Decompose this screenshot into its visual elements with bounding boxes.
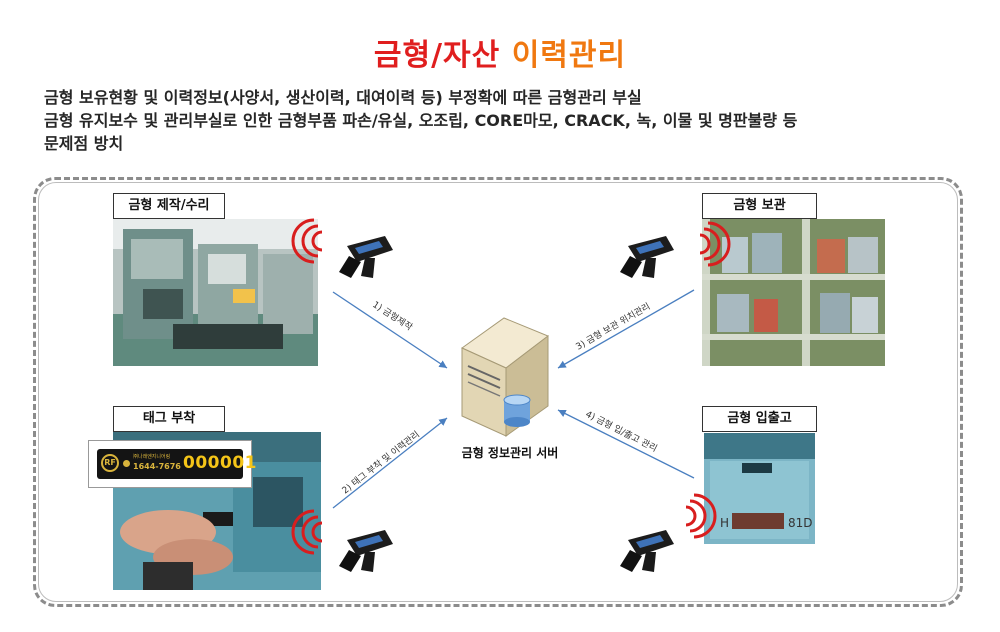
flow-label-tag: 2) 태그 부착 및 이력관리 [339, 428, 421, 496]
machine-shop-photo [113, 219, 318, 366]
flow-arrow-tag [332, 417, 448, 509]
tag-plate-body: RF ㈜나래엔지니어링 1644-7676 000001 [97, 449, 256, 479]
io-photo-marker: H [720, 516, 729, 530]
station-label-make: 금형 제작/수리 [113, 193, 225, 219]
process-frame [33, 177, 963, 607]
tag-phone: 1644-7676 [133, 462, 181, 471]
station-label-store: 금형 보관 [702, 193, 817, 219]
problem-line: 금형 유지보수 및 관리부실로 인한 금형부품 파손/유실, 오조립, CORE… [44, 111, 798, 130]
server-icon [461, 317, 549, 437]
flow-label-io: 4) 금형 입/출고 관리 [584, 408, 660, 454]
mold-inout-photo: H 81D [704, 433, 815, 544]
station-label-io: 금형 입출고 [702, 406, 817, 432]
problem-line: 금형 보유현황 및 이력정보(사양서, 생산이력, 대여이력 등) 부정확에 따… [44, 88, 642, 107]
signal-waves-icon [291, 218, 324, 264]
tag-company: ㈜나래엔지니어링 [133, 454, 171, 460]
company-logo-icon: RF [101, 454, 119, 472]
title-part-2: 이력관리 [511, 38, 627, 73]
problem-description: 금형 보유현황 및 이력정보(사양서, 생산이력, 대여이력 등) 부정확에 따… [44, 86, 974, 155]
page-title: 금형/자산 이력관리 [0, 30, 1000, 74]
process-frame-inner [38, 182, 958, 602]
signal-waves-icon [684, 493, 717, 539]
rfid-tag-plate: RF ㈜나래엔지니어링 1644-7676 000001 [88, 440, 256, 488]
problem-line: 문제점 방치 [44, 134, 124, 153]
tag-dot-icon [123, 460, 130, 467]
flow-arrow-store [557, 289, 695, 369]
rfid-reader-icon [620, 236, 674, 278]
rfid-reader-icon [339, 530, 393, 572]
server-label: 금형 정보관리 서버 [461, 446, 559, 460]
flow-arrow-io [557, 409, 695, 479]
rfid-reader-icon [339, 236, 393, 278]
tag-number: 000001 [183, 453, 257, 473]
signal-waves-icon [698, 221, 731, 267]
flow-arrow-make [332, 291, 448, 369]
io-photo-code: 81D [788, 516, 813, 530]
station-label-tag: 태그 부착 [113, 406, 225, 432]
storage-rack-photo [702, 219, 885, 366]
flow-label-store: 3) 금형 보관 위치관리 [574, 300, 653, 352]
signal-waves-icon [291, 509, 324, 555]
flow-label-make: 1) 금형제작 [370, 299, 414, 333]
title-part-1: 금형/자산 [373, 38, 501, 73]
rfid-reader-icon [620, 530, 674, 572]
